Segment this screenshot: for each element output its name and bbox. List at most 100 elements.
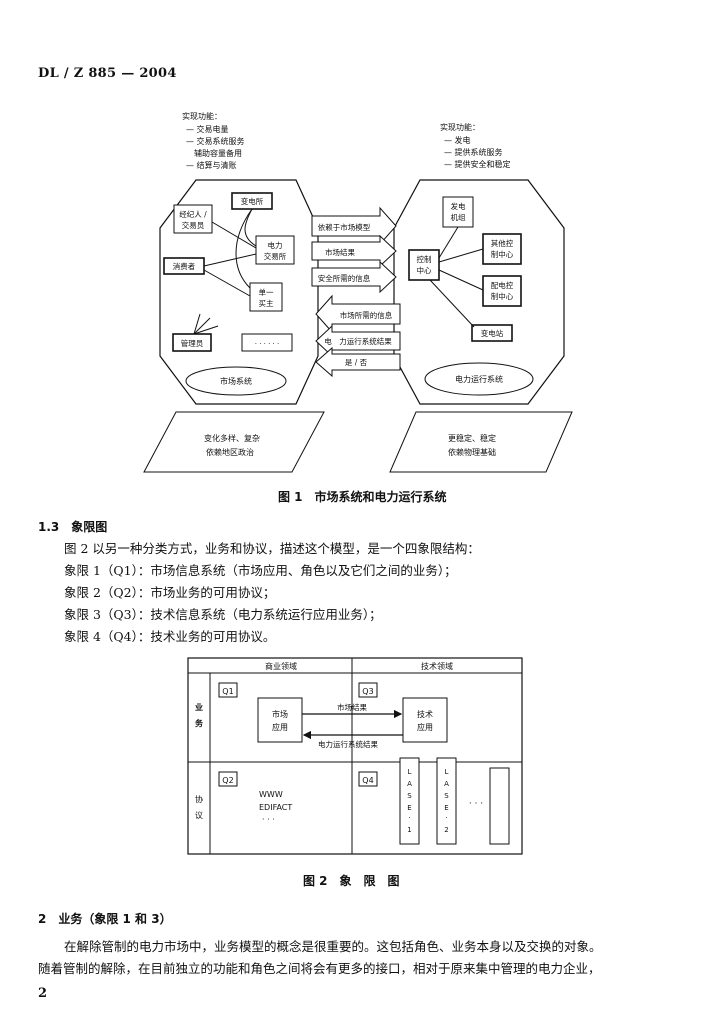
market-system-octagon [159, 179, 319, 405]
market-app-label-2: 应用 [272, 722, 288, 732]
arrows-to-right [311, 206, 397, 294]
row-protocol-2: 议 [195, 811, 203, 820]
left-functions-title: 实现功能： [182, 111, 222, 121]
page-number: 2 [38, 986, 48, 1001]
control-center-label-1: 控制 [417, 254, 432, 264]
market-result-label: 市场结果 [337, 702, 367, 712]
q2-badge [218, 771, 238, 787]
q3-label: Q3 [362, 687, 373, 696]
lase-1-char-2: A [407, 780, 412, 788]
q3-badge [358, 682, 378, 698]
market-app-box [257, 697, 303, 743]
tech-app-box [402, 697, 448, 743]
section-2-heading: 2 业务（象限 1 和 3） [38, 912, 172, 926]
power-system-label: 电力运行系统 [455, 374, 503, 384]
broker-label-1: 经纪人 / [179, 209, 207, 219]
right-connectors [429, 226, 484, 328]
single-buyer-box [249, 282, 283, 312]
col-business-domain: 商业领域 [265, 661, 297, 671]
arrow-label-yes-no: 是 / 否 [345, 358, 368, 367]
broker-box [173, 204, 213, 234]
left-base-line-1: 变化多样、复杂 [204, 433, 260, 443]
left-base-parallelogram [143, 411, 325, 473]
lase-2-char-4: E [444, 804, 448, 812]
section-1-3-line-2: 象限 1（Q1）：市场信息系统（市场应用、角色以及它们之间的业务）； [64, 563, 457, 578]
dist-control-box [482, 275, 522, 307]
arrow-label-market-needed-info: 市场所需的信息 [340, 310, 393, 320]
right-functions-title: 实现功能： [440, 122, 480, 132]
regulator-box [172, 333, 212, 352]
market-app-label-1: 市场 [272, 709, 288, 719]
q1-label: Q1 [222, 687, 233, 696]
right-base-parallelogram [389, 411, 573, 473]
q4-label: Q4 [362, 776, 373, 785]
exchange-label-1: 电力 [268, 240, 283, 250]
q4-badge [358, 771, 378, 787]
broker-label-2: 交易员 [182, 220, 205, 230]
lase-2-char-3: S [444, 792, 449, 800]
exchange-label-2: 交易所 [264, 251, 287, 261]
substation-label-right: 变电站 [481, 328, 504, 338]
protocol-edifact: EDIFACT [259, 803, 292, 812]
q1-badge [218, 682, 238, 698]
other-control-label-1: 其他控 [491, 238, 514, 248]
other-control-box [482, 233, 522, 265]
section-2-paragraph-2: 随着管制的解除，在目前独立的功能和角色之间将会有更多的接口，相对于原来集中管理的… [38, 961, 601, 976]
power-system-octagon [393, 179, 565, 405]
tech-app-label-2: 应用 [417, 722, 433, 732]
left-function-1: — 交易电量 [186, 124, 229, 134]
row-business-1: 业 [195, 702, 203, 712]
lase-1-char-3: S [407, 792, 412, 800]
protocol-more: · · · [262, 815, 275, 824]
section-2-paragraph-1: 在解除管制的电力市场中，业务模型的概念是很重要的。这包括角色、业务本身以及交换的… [64, 939, 602, 954]
more-protocols-column [489, 767, 510, 845]
substation-label-left: 变电所 [241, 196, 264, 206]
substation-box-right [471, 324, 513, 342]
arrow-label-security-info: 安全所需的信息 [318, 273, 371, 283]
right-base-line-1: 更稳定、稳定 [448, 433, 496, 443]
row-business-2: 务 [195, 718, 204, 728]
other-participants-dots: · · · · · · [255, 340, 279, 348]
power-result-label: 电力运行系统结果 [318, 739, 378, 749]
right-function-3: — 提供安全和稳定 [444, 159, 511, 169]
left-function-4: — 结算与清账 [186, 160, 237, 170]
row-protocol-1: 协 [195, 794, 203, 804]
generator-label-2: 机组 [451, 212, 466, 222]
lase-2-char-6: 2 [444, 826, 448, 834]
exchange-box [255, 235, 295, 265]
more-protocols-dots: · · · [469, 799, 483, 809]
arrow-label-power-result: 电 力运行系统结果 [324, 336, 392, 346]
right-function-1: — 发电 [444, 135, 471, 145]
figure-2-caption: 图 2 象 限 图 [303, 874, 400, 888]
dist-control-label-1: 配电控 [491, 280, 514, 290]
power-system-ellipse [424, 362, 534, 396]
consumer-label: 消费者 [173, 261, 196, 271]
generator-label-1: 发电 [451, 201, 466, 211]
generator-box [442, 196, 474, 228]
lase-2-char-2: A [444, 780, 449, 788]
lase-1-char-4: E [407, 804, 411, 812]
col-tech-domain: 技术领域 [421, 661, 453, 671]
control-center-label-2: 中心 [417, 265, 432, 275]
control-center-box [408, 249, 440, 281]
quadrant-frame [187, 657, 523, 855]
figure-1-caption: 图 1 市场系统和电力运行系统 [278, 490, 447, 504]
figure-2-quadrant-diagram: 商业领域 技术领域 业 务 协 议 Q1 Q3 Q2 Q4 市场 应用 技术 应… [187, 657, 523, 855]
q2-label: Q2 [222, 776, 233, 785]
right-function-2: — 提供系统服务 [444, 147, 503, 157]
left-base-line-2: 依赖地区政治 [206, 447, 254, 457]
lase-1-char-5: · [408, 814, 410, 822]
lase-2-column [436, 757, 457, 845]
single-buyer-label-1: 单一 [259, 287, 274, 297]
lase-2-char-1: L [445, 768, 449, 776]
single-buyer-label-2: 买主 [259, 298, 274, 308]
other-control-label-2: 制中心 [491, 249, 514, 259]
dist-control-label-2: 制中心 [491, 291, 514, 301]
figure-1-diagram: 实现功能： — 交易电量 — 交易系统服务 辅助容量备用 — 结算与清账 实现功… [143, 111, 573, 473]
arrows-to-left [315, 294, 401, 378]
right-base-line-2: 依赖物理基础 [448, 447, 496, 457]
other-participants-box [241, 333, 293, 352]
section-1-3-heading: 1.3 象限图 [38, 520, 108, 534]
market-system-label: 市场系统 [220, 376, 252, 386]
arrow-label-market-model: 依赖于市场模型 [318, 222, 371, 232]
